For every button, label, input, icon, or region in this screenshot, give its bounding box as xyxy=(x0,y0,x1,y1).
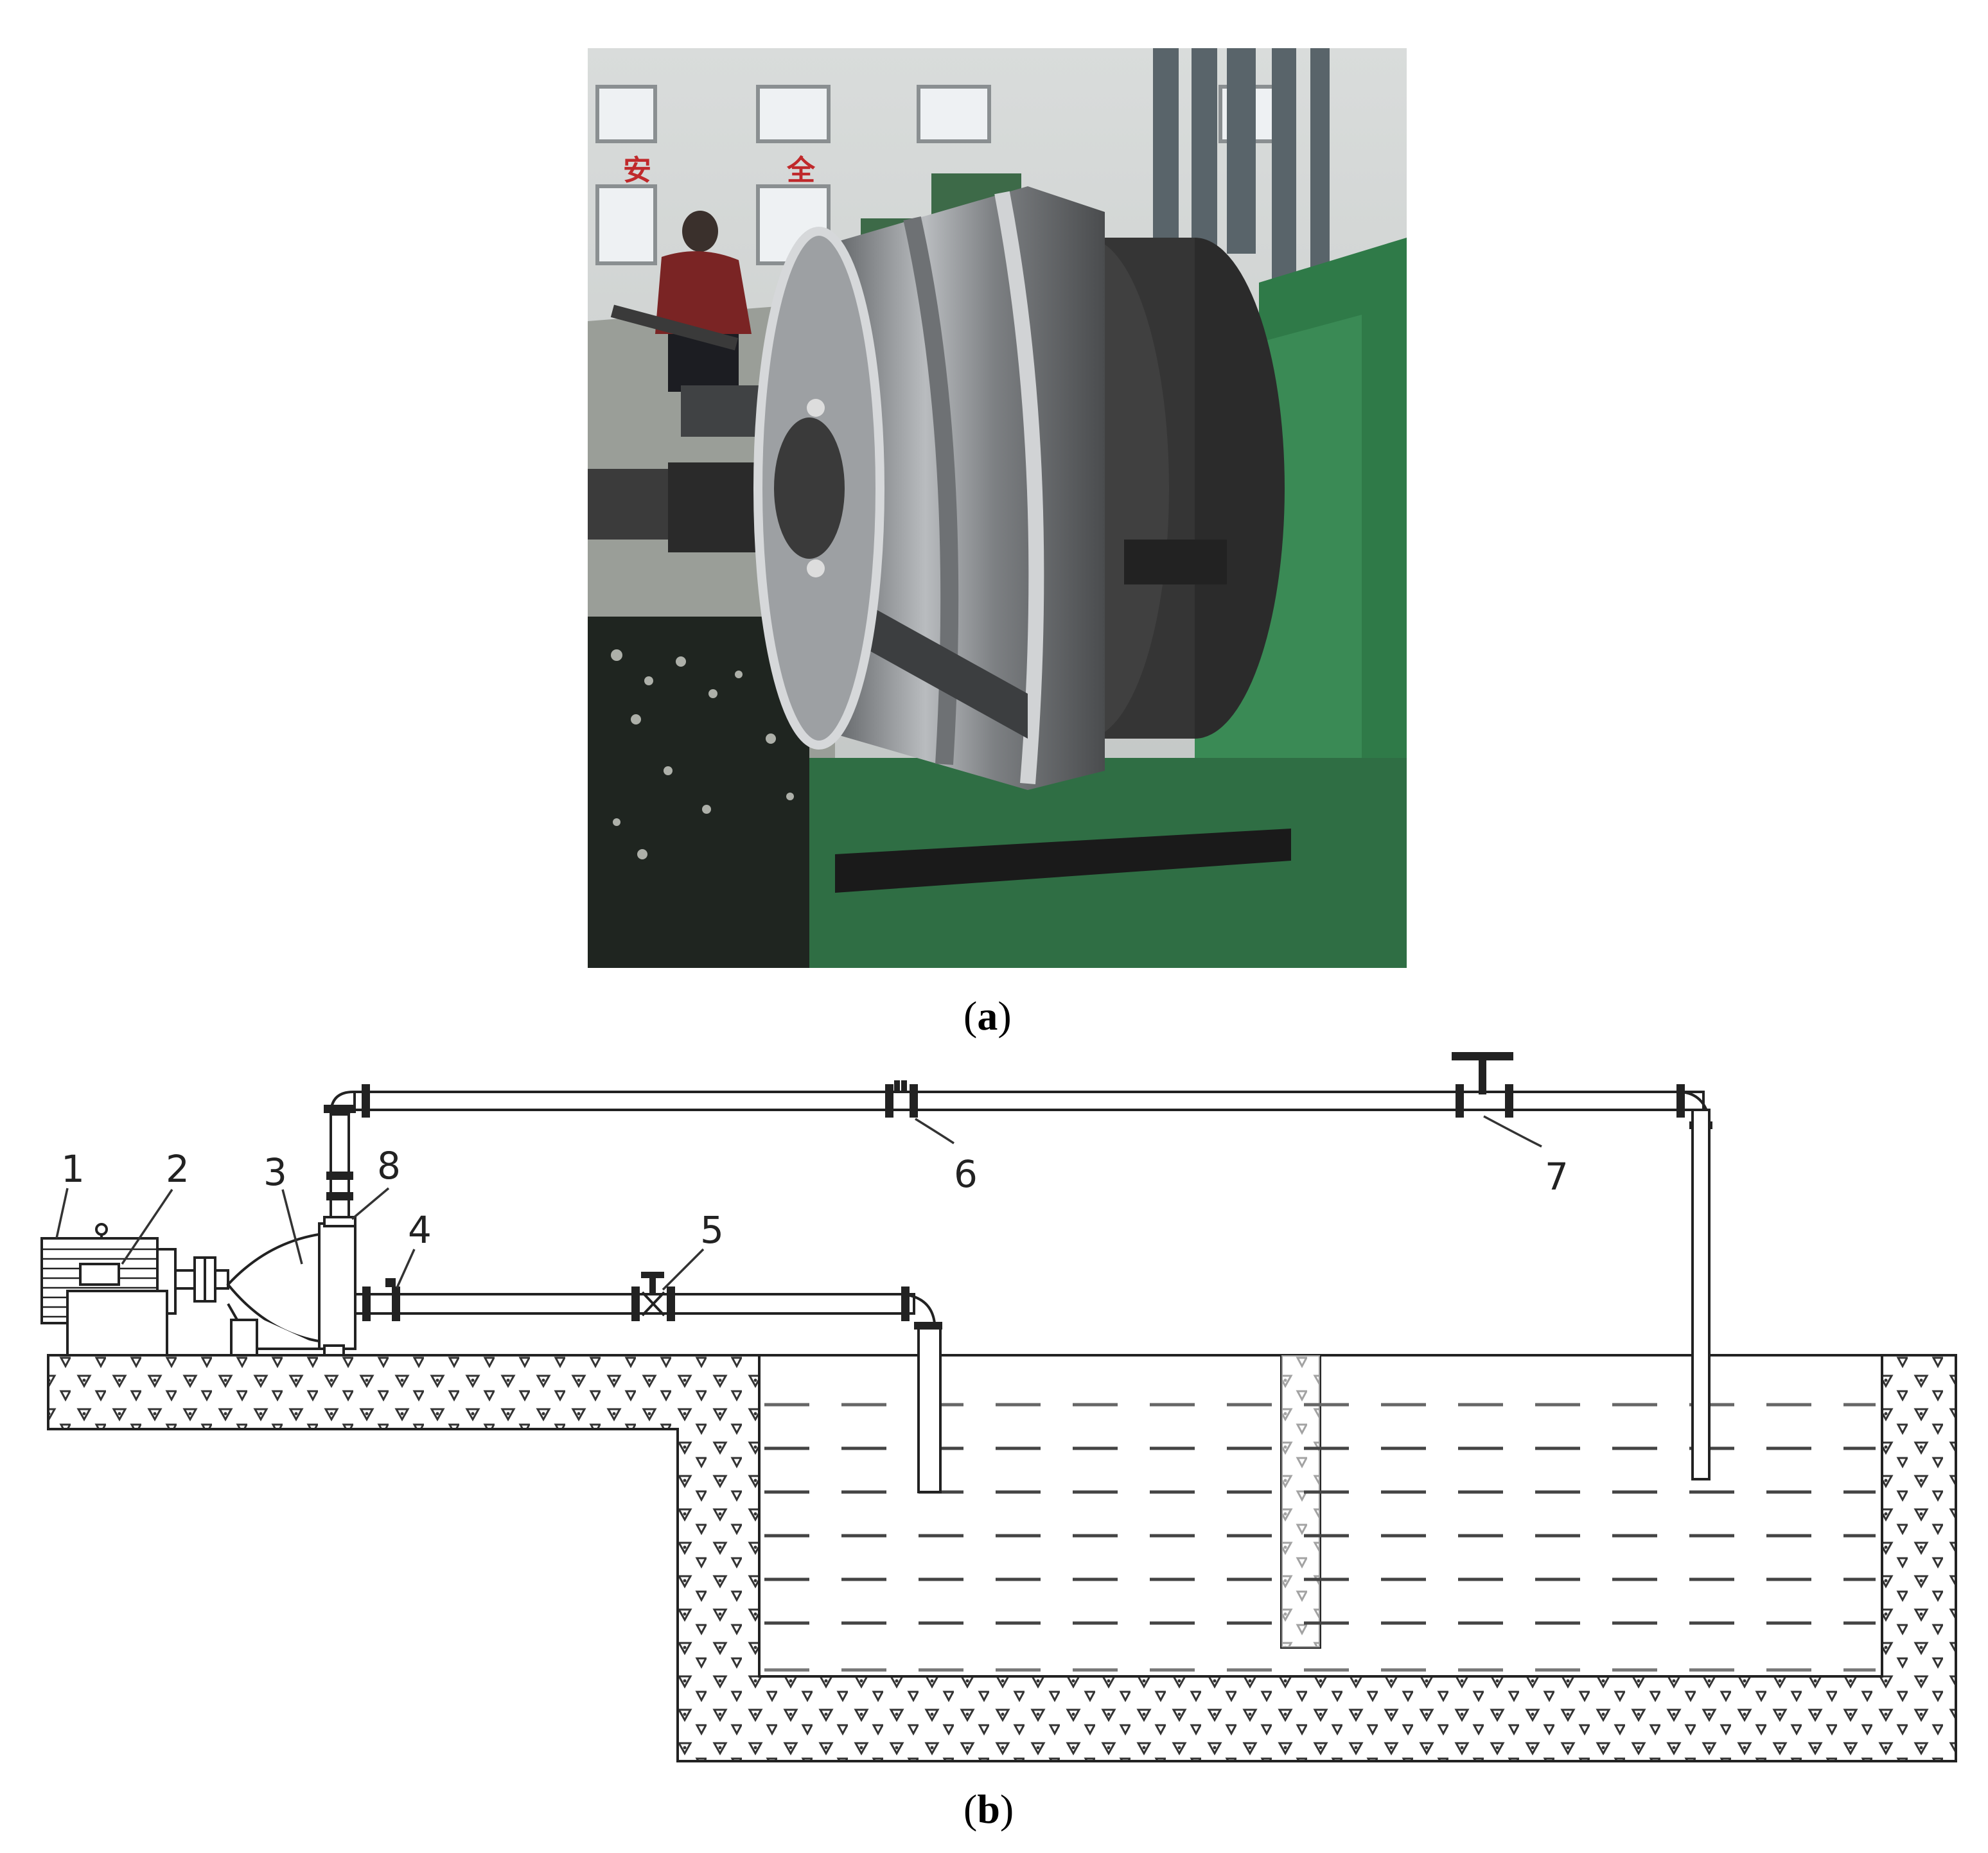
label-3: 3 xyxy=(263,1150,287,1194)
label-8: 8 xyxy=(377,1144,401,1188)
caption-a: (a) xyxy=(963,993,1012,1039)
label-4: 4 xyxy=(408,1208,432,1252)
metal-chips xyxy=(611,649,794,859)
motor xyxy=(40,1223,177,1357)
motor-terminal-box xyxy=(79,1263,120,1286)
factory-windows xyxy=(595,85,1293,265)
label-7: 7 xyxy=(1545,1155,1569,1199)
impeller xyxy=(753,186,1105,790)
outlet-pipe xyxy=(323,1091,356,1227)
label-5: 5 xyxy=(700,1208,724,1252)
factory-sign-char-1: 安 xyxy=(623,154,651,187)
label-6: 6 xyxy=(954,1152,978,1196)
concrete-base-and-pit xyxy=(47,1354,1957,1762)
label-2: 2 xyxy=(166,1147,189,1191)
caption-b: (b) xyxy=(963,1786,1014,1832)
pump xyxy=(226,1222,356,1357)
factory-sign-char-2: 全 xyxy=(786,154,816,187)
discharge-pipe xyxy=(353,1052,1712,1480)
suction-pipe xyxy=(354,1272,942,1493)
label-1: 1 xyxy=(61,1147,85,1191)
shaft-coupling xyxy=(174,1256,229,1303)
caption-a-letter: a xyxy=(977,993,998,1039)
water-level-lines xyxy=(764,1403,1876,1672)
photo-content: 安 全 xyxy=(588,48,1407,968)
leader-lines xyxy=(55,1115,1542,1291)
caption-b-letter: b xyxy=(977,1786,1000,1832)
